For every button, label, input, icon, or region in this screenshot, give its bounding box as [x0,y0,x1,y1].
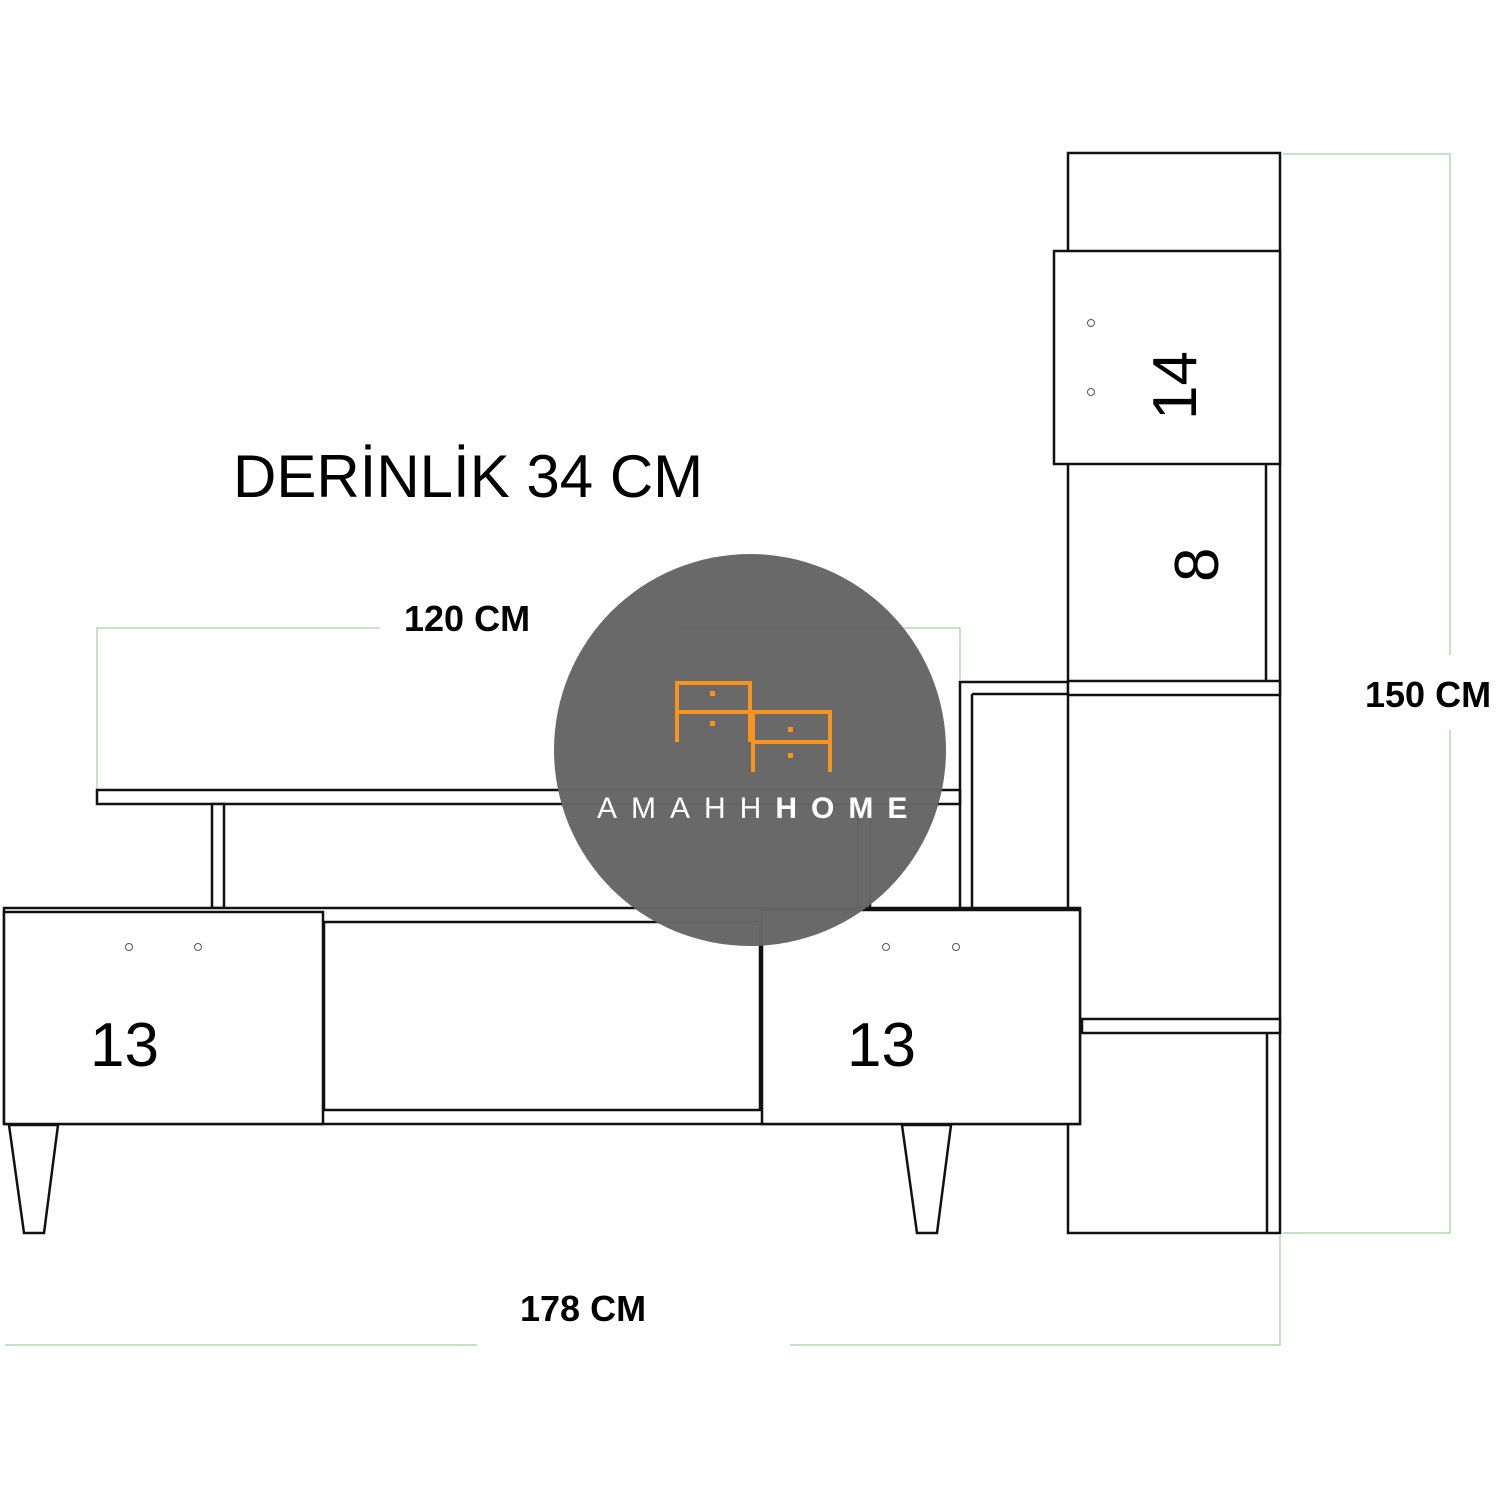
tower-lower-shelf [1080,1017,1282,1035]
top-width-line-left [96,627,380,790]
total-width-line-right [790,1235,1281,1346]
right-drawer [760,908,1082,1126]
hinge-hole [194,943,202,951]
watermark-logo: AMAHHHOME [554,554,946,946]
shelf-support-left [210,802,226,910]
total-width-label: 178 CM [520,1288,646,1329]
tower-middle-height: 8 [1163,548,1232,582]
leg-left [7,1123,60,1235]
height-line-bottom [1283,730,1451,1234]
left-drawer [2,910,325,1126]
hinge-hole [952,943,960,951]
right-drawer-height: 13 [847,1011,916,1080]
tv-unit [2,906,1082,1235]
connector-side [958,680,1068,908]
tower-upper-height: 14 [1141,351,1210,420]
tower-upper-door [1052,249,1282,466]
brand-name: AMAHHHOME [597,792,921,825]
leg-right [900,1123,953,1235]
height-line-top [1283,153,1451,655]
hinge-hole [1087,319,1095,327]
left-drawer-height: 13 [90,1011,159,1080]
open-compartment [322,920,762,1112]
logo-mark-icon [675,681,832,772]
depth-title: DERİNLİK 34 CM [233,443,703,510]
hinge-hole [125,943,133,951]
hinge-hole [882,943,890,951]
tower-middle-shelf [1066,679,1282,697]
tower-unit [1052,151,1282,1235]
top-width-label: 120 CM [404,598,530,639]
hinge-hole [1087,388,1095,396]
total-height-label: 150 CM [1365,674,1491,715]
watermark-circle [554,554,946,946]
